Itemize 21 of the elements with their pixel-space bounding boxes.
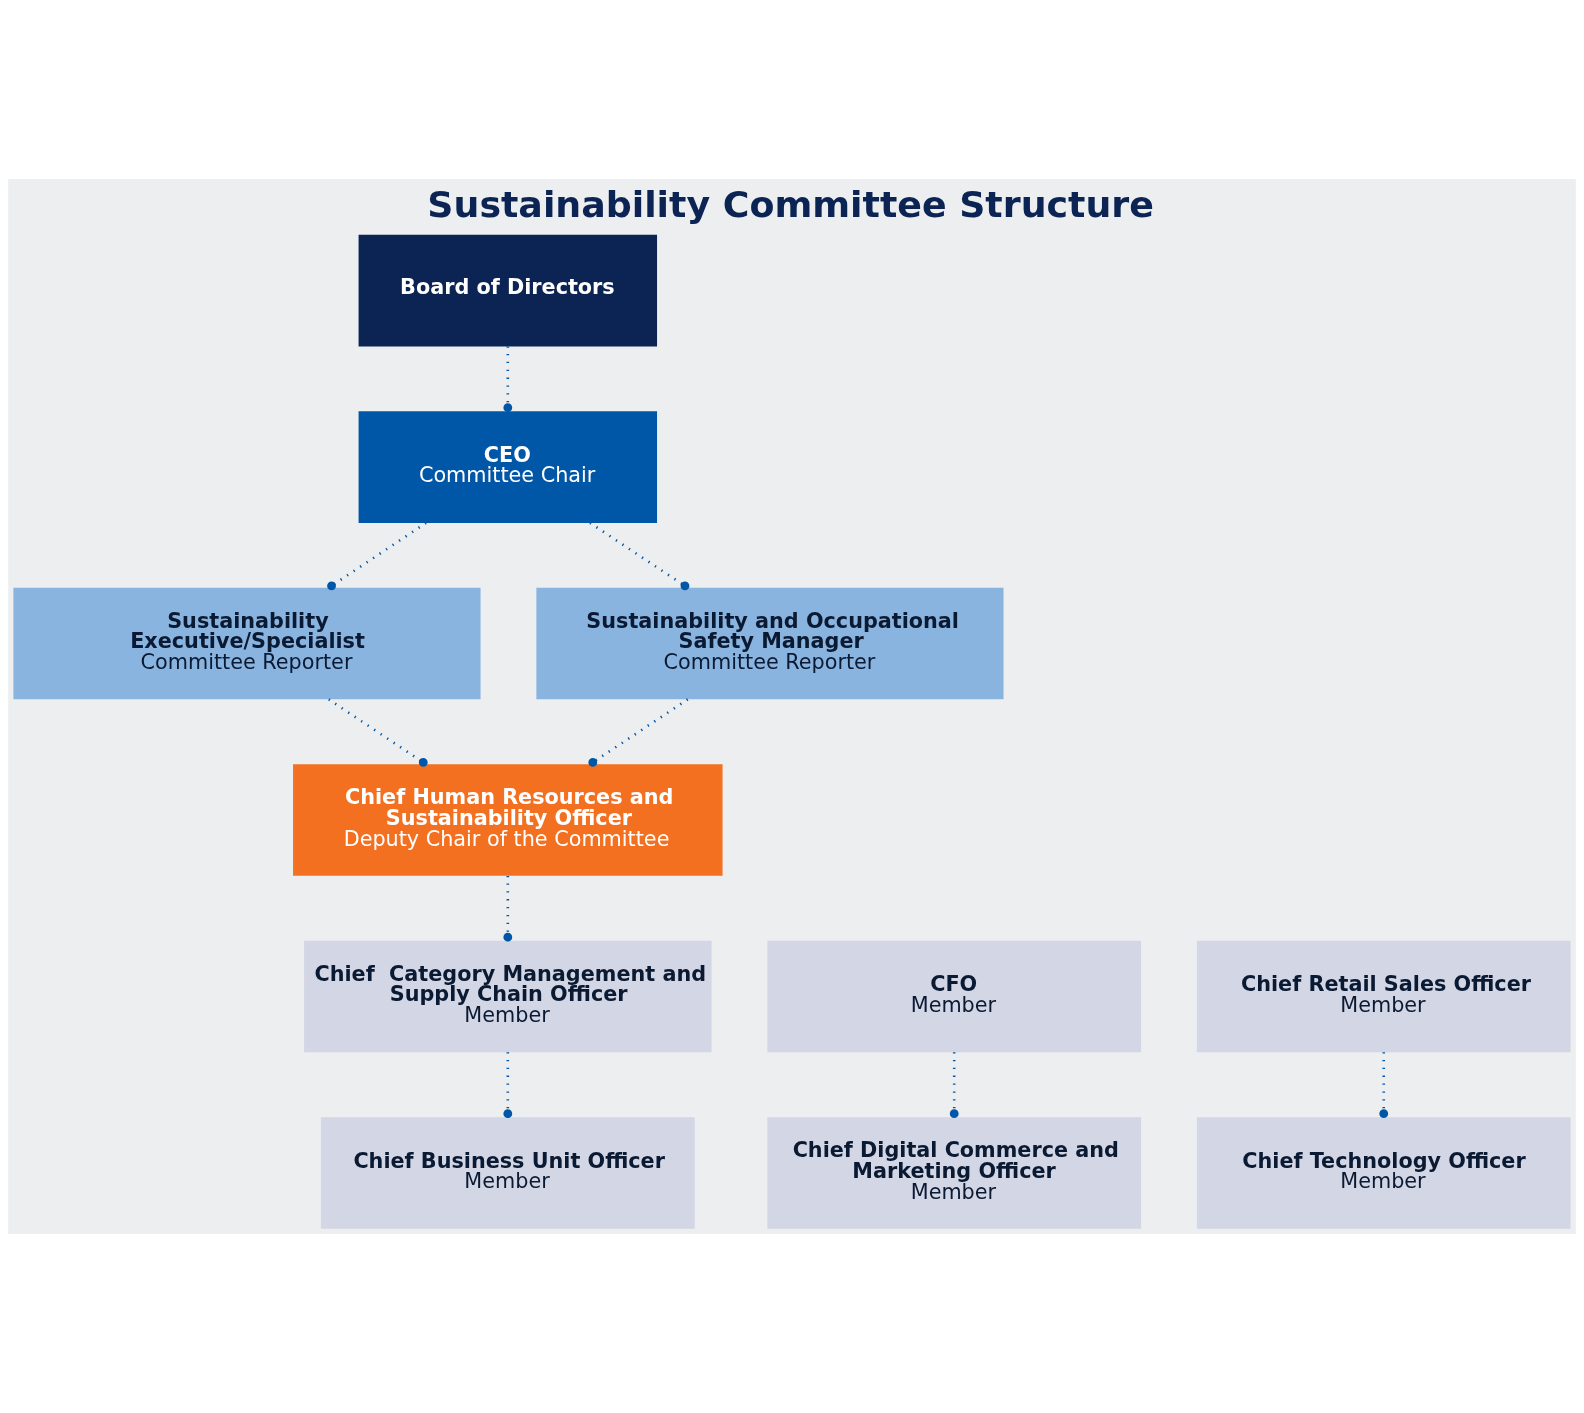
connector	[328, 698, 428, 767]
node-box: Sustainability Executive/Specialist Committee Reporter	[13, 587, 481, 700]
connector	[588, 698, 689, 767]
connector	[949, 1052, 959, 1119]
node-box: Board of Directors	[358, 234, 658, 347]
node-box: Chief Technology Officer Member	[1196, 1117, 1571, 1229]
node-box: Chief Retail Sales Officer Member	[1196, 940, 1571, 1053]
connector	[589, 521, 690, 591]
diagram-title: Sustainability Committee Structure	[427, 183, 1154, 227]
connector	[503, 346, 513, 413]
node-box: Chief Business Unit Officer Member	[320, 1117, 695, 1229]
node-box: CEO Committee Chair	[358, 411, 658, 523]
connector	[503, 875, 513, 942]
node-box: Chief Digital Commerce and Marketing Officer Member	[767, 1117, 1142, 1229]
node-box: Chief Human Resources and Sustainability Officer Deputy Chair of the Committee	[293, 764, 723, 876]
node-box: Chief Category Management and Supply Chain Officer Member	[304, 940, 712, 1053]
node-box: Sustainability and Occupational Safety Manager Committee Reporter	[536, 587, 1004, 700]
connector	[1379, 1052, 1389, 1119]
node-box: CFO Member	[767, 940, 1142, 1053]
connector	[327, 521, 427, 591]
connector	[503, 1052, 513, 1119]
